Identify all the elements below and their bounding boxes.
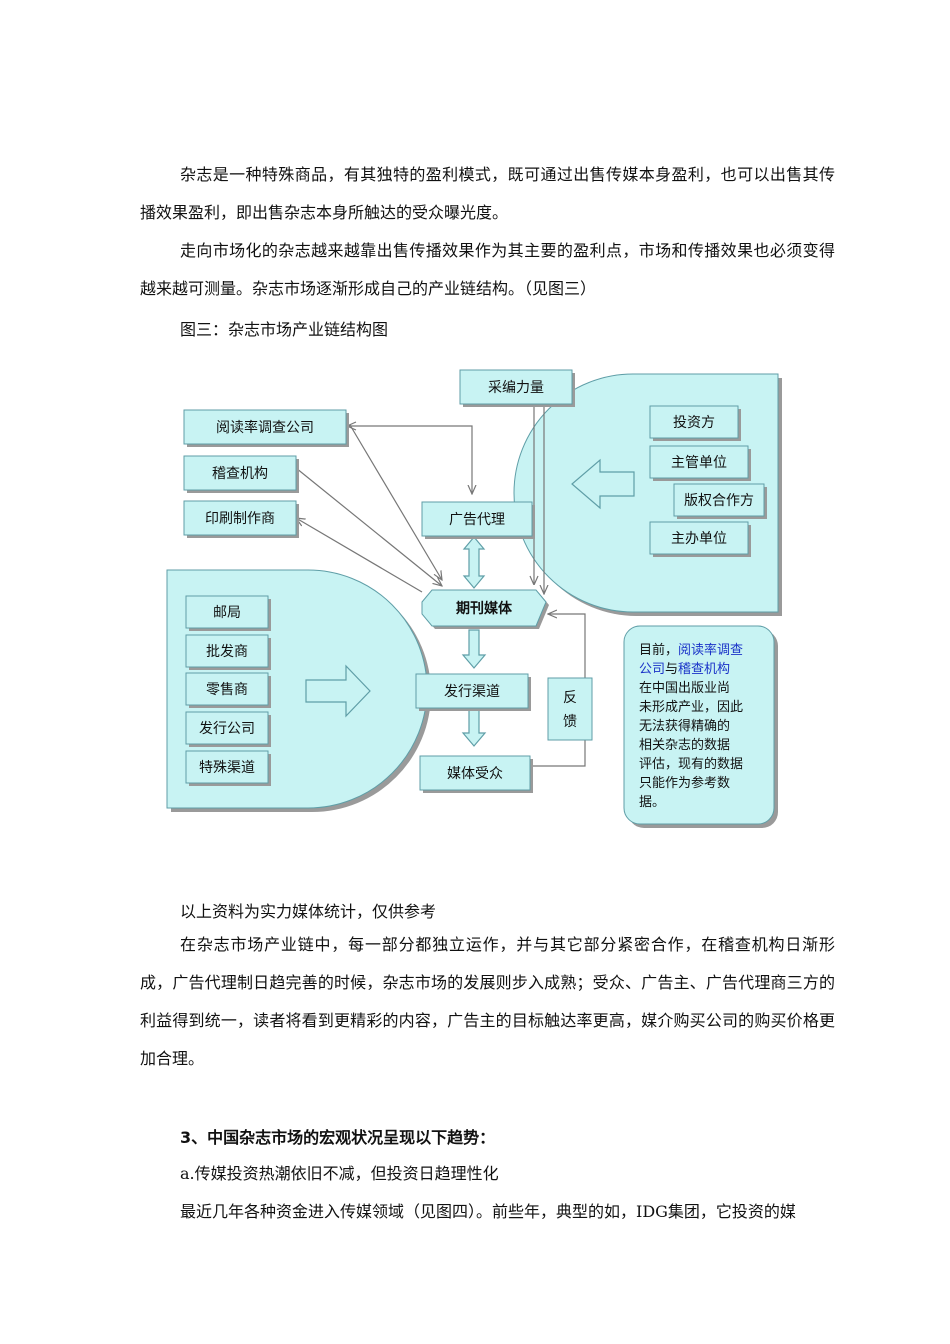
box-special-channel: 特殊渠道 xyxy=(185,750,271,786)
paragraph-4: 最近几年各种资金进入传媒领域（见图四）。前些年，典型的如，IDG集团，它投资的媒 xyxy=(180,1202,796,1221)
block-arrows xyxy=(305,458,635,747)
svg-text:目前，阅读率调查: 目前，阅读率调查 xyxy=(639,642,743,658)
svg-text:据。: 据。 xyxy=(639,795,665,810)
svg-text:阅读率调查公司: 阅读率调查公司 xyxy=(216,419,314,436)
svg-text:广告代理: 广告代理 xyxy=(449,512,505,528)
svg-text:相关杂志的数据: 相关杂志的数据 xyxy=(639,737,730,753)
box-investor: 投资方 xyxy=(649,405,741,441)
svg-text:主管单位: 主管单位 xyxy=(671,455,727,471)
svg-text:采编力量: 采编力量 xyxy=(488,380,544,396)
svg-text:馈: 馈 xyxy=(563,714,577,730)
svg-text:稽查机构: 稽查机构 xyxy=(212,466,268,482)
svg-text:印刷制作商: 印刷制作商 xyxy=(205,511,275,527)
svg-text:公司与稽查机构: 公司与稽查机构 xyxy=(639,662,730,677)
arrow-media-to-printer xyxy=(296,518,423,593)
svg-text:只能作为参考数: 只能作为参考数 xyxy=(639,775,730,791)
svg-text:媒体受众: 媒体受众 xyxy=(447,766,503,782)
arrow-survey-ad-agency xyxy=(348,426,472,494)
box-wholesaler: 批发商 xyxy=(185,634,271,670)
arrow-audit-to-media xyxy=(295,467,442,586)
svg-text:零售商: 零售商 xyxy=(206,682,248,698)
box-supervisor: 主管单位 xyxy=(649,445,751,481)
box-sponsor: 主办单位 xyxy=(649,521,751,557)
paragraph-1: 杂志是一种特殊商品，有其独特的盈利模式，既可通过出售传媒本身盈利，也可以出售其传… xyxy=(140,165,835,222)
channels-arrow xyxy=(305,664,371,718)
paragraph-2: 走向市场化的杂志越来越靠出售传播效果作为其主要的盈利点，市场和传播效果也必须变得… xyxy=(140,241,835,298)
svg-text:版权合作方: 版权合作方 xyxy=(684,493,754,509)
distribution-to-audience-arrow xyxy=(461,706,487,747)
note-box: 目前，阅读率调查 公司与稽查机构 在中国出版业尚 未形成产业，因此 无法获得精确… xyxy=(623,625,778,828)
svg-text:未形成产业，因此: 未形成产业，因此 xyxy=(639,700,743,715)
box-editorial: 采编力量 xyxy=(459,369,575,407)
connectors xyxy=(295,398,586,767)
source-note: 以上资料为实力媒体统计，仅供参考 xyxy=(180,902,437,921)
investors-arrow xyxy=(571,458,635,510)
box-periodical-media: 期刊媒体 xyxy=(421,589,549,629)
svg-text:无法获得精确的: 无法获得精确的 xyxy=(639,718,730,734)
box-distribution: 发行渠道 xyxy=(415,673,531,711)
ad-agency-media-double-arrow xyxy=(462,536,486,589)
svg-text:在中国出版业尚: 在中国出版业尚 xyxy=(639,681,730,696)
svg-text:特殊渠道: 特殊渠道 xyxy=(199,760,255,776)
svg-text:主办单位: 主办单位 xyxy=(671,531,727,547)
box-readership-survey: 阅读率调查公司 xyxy=(183,409,349,447)
svg-text:邮局: 邮局 xyxy=(213,605,241,621)
svg-text:评估，现有的数据: 评估，现有的数据 xyxy=(639,756,743,772)
box-copyright-partner: 版权合作方 xyxy=(673,483,767,519)
media-to-distribution-arrow xyxy=(461,629,487,669)
paragraph-3: 在杂志市场产业链中，每一部分都独立运作，并与其它部分紧密合作，在稽查机构日渐形成… xyxy=(140,935,835,1068)
svg-text:反: 反 xyxy=(563,690,577,706)
industry-chain-diagram: 采编力量 阅读率调查公司 稽查机构 印刷制作商 广告代理 期刊媒体 发行渠道 媒… xyxy=(166,369,782,828)
svg-text:批发商: 批发商 xyxy=(206,644,248,660)
figure-caption: 图三：杂志市场产业链结构图 xyxy=(180,320,389,339)
box-ad-agency: 广告代理 xyxy=(421,501,535,539)
section-heading: 3、中国杂志市场的宏观状况呈现以下趋势： xyxy=(180,1128,496,1147)
subheading-a: a.传媒投资热潮依旧不减，但投资日趋理性化 xyxy=(180,1164,499,1183)
svg-text:发行公司: 发行公司 xyxy=(199,721,255,737)
box-post-office: 邮局 xyxy=(185,595,271,631)
box-distribution-company: 发行公司 xyxy=(185,711,271,747)
box-feedback: 反 馈 xyxy=(547,677,593,741)
box-audit: 稽查机构 xyxy=(183,455,299,493)
svg-text:发行渠道: 发行渠道 xyxy=(444,684,500,700)
box-retailer: 零售商 xyxy=(185,672,271,708)
box-printer: 印刷制作商 xyxy=(183,500,299,538)
box-audience: 媒体受众 xyxy=(419,755,533,793)
svg-text:投资方: 投资方 xyxy=(673,415,715,431)
svg-text:期刊媒体: 期刊媒体 xyxy=(456,600,513,617)
